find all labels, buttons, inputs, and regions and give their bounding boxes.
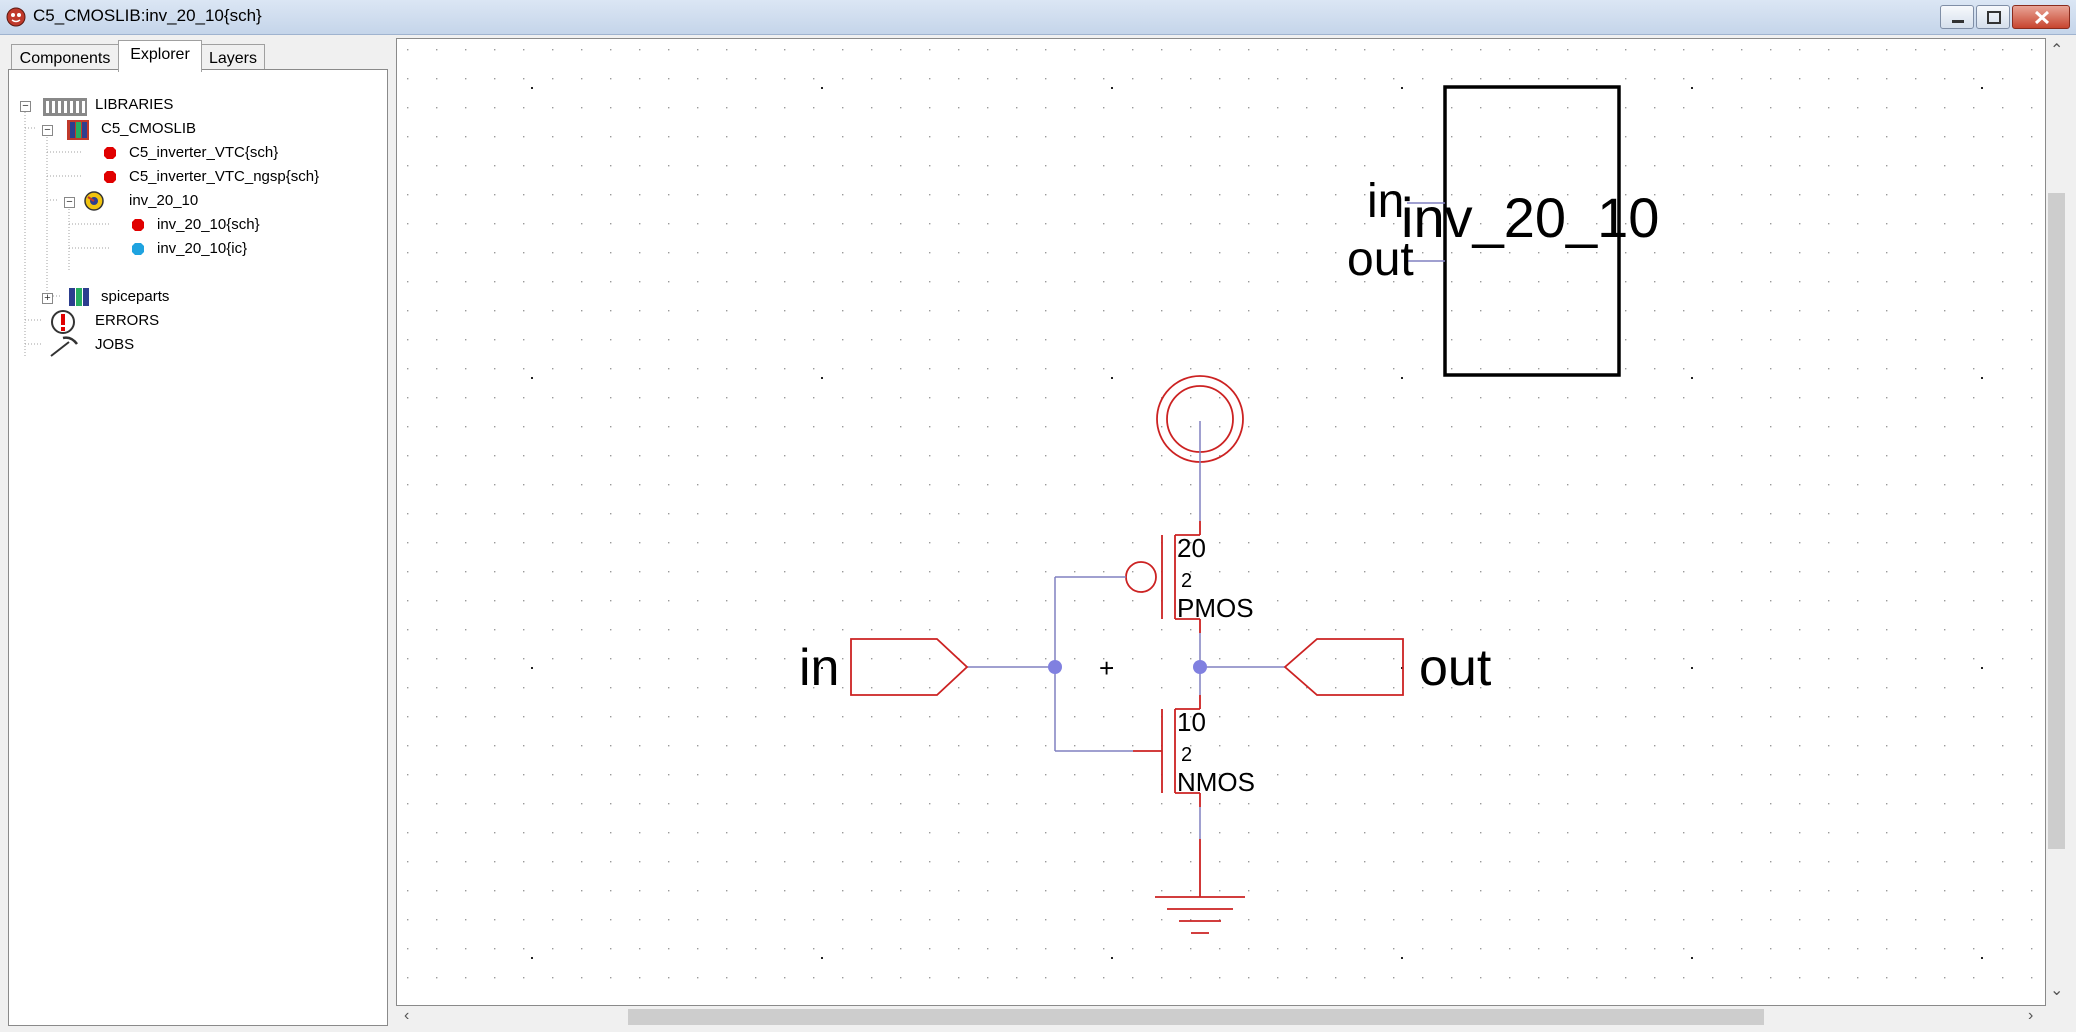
output-pin[interactable]: out [1283,638,1492,697]
minimize-icon [1952,20,1964,23]
window-title: C5_CMOSLIB:inv_20_10{sch} [33,6,262,25]
maximize-icon [1987,11,2001,24]
nmos-width-label: 10 [1177,707,1206,737]
ground-symbol[interactable] [1155,839,1245,934]
major-grid [397,39,2045,1005]
expander-libraries[interactable]: − [20,101,31,112]
jobs-icon [50,336,78,357]
pmos-width-label: 20 [1177,533,1206,563]
horizontal-scroll-thumb[interactable] [628,1009,1764,1025]
scroll-left-icon[interactable]: ‹ [404,1007,410,1024]
schematic-view-icon [104,171,116,183]
tab-explorer[interactable]: Explorer [118,40,202,72]
net-wires [967,577,1285,839]
nmos-model-label: NMOS [1177,767,1255,797]
pmos-transistor[interactable]: 20 2 PMOS [1055,521,1254,633]
origin-marker: + [1099,653,1114,683]
input-pin[interactable]: in [799,638,969,697]
tree-connector-lines [24,106,109,356]
app-icon [6,7,26,27]
tree-item-jobs[interactable]: JOBS [95,336,135,353]
vertical-scrollbar[interactable]: ⌃ ⌄ [2046,38,2068,1006]
libraries-icon [43,98,87,116]
inverter-symbol-icon[interactable]: in out inv_20_10 [1347,85,1659,377]
pmos-model-label: PMOS [1177,593,1254,623]
tree-item-c5-cmoslib[interactable]: C5_CMOSLIB [101,120,197,137]
tab-layers[interactable]: Layers [201,44,265,71]
title-bar: C5_CMOSLIB:inv_20_10{sch} [0,0,2076,35]
output-pin-label: out [1419,639,1492,697]
schematic-drawing: in out inv_20_10 20 2 PMOS [397,39,2045,1005]
schematic-view-icon [104,147,116,159]
minimize-button[interactable] [1940,5,1974,29]
explorer-tree: − LIBRARIES − C5_CMOSLIB C5_inverter_VTC… [8,69,388,1026]
tree-item-inv-20-10-sch[interactable]: inv_20_10{sch} [157,216,260,233]
tree-item-errors[interactable]: ERRORS [95,312,160,329]
symbol-pin-in-label: in [1367,175,1404,228]
expander-c5-cmoslib[interactable]: − [42,125,53,136]
tree-item-spiceparts[interactable]: spiceparts [101,288,170,305]
tree-item-inv-20-10-ic[interactable]: inv_20_10{ic} [157,240,248,257]
junction-dot [1048,660,1062,674]
expander-inv-20-10[interactable]: − [64,197,75,208]
explorer-panel: Components Explorer Layers − [8,38,388,1026]
schematic-canvas[interactable]: in out inv_20_10 20 2 PMOS [396,38,2046,1006]
tree-item-libraries[interactable]: LIBRARIES [95,96,174,113]
nmos-length-label: 2 [1181,744,1192,766]
symbol-cell-name: inv_20_10 [1401,186,1659,249]
schematic-view-icon [132,219,144,231]
tree-item-c5-inverter-vtc-ngsp[interactable]: C5_inverter_VTC_ngsp{sch} [129,168,320,185]
scroll-down-icon[interactable]: ⌄ [2050,982,2064,999]
symbol-pin-out-label: out [1347,233,1414,286]
tab-components[interactable]: Components [11,44,119,71]
panel-tabs: Components Explorer Layers [8,40,388,72]
close-button[interactable] [2012,5,2070,29]
symbol-view-icon [132,243,144,255]
cell-icon [84,191,104,211]
errors-icon [51,310,75,334]
maximize-button[interactable] [1976,5,2010,29]
tree-item-c5-inverter-vtc[interactable]: C5_inverter_VTC{sch} [129,144,279,161]
horizontal-scrollbar[interactable]: ‹ › [396,1006,2046,1028]
library-book-icon [67,120,89,140]
vertical-scroll-thumb[interactable] [2048,193,2065,849]
close-icon [2034,10,2050,25]
library-book-icon [69,288,89,306]
tree-item-inv-20-10[interactable]: inv_20_10 [129,192,199,209]
input-pin-label: in [799,639,839,697]
scroll-up-icon[interactable]: ⌃ [2050,42,2064,59]
pmos-length-label: 2 [1181,570,1192,592]
nmos-transistor[interactable]: 10 2 NMOS [1055,695,1255,807]
scroll-right-icon[interactable]: › [2028,1007,2034,1024]
junction-dot [1193,660,1207,674]
expander-spiceparts[interactable]: + [42,293,53,304]
